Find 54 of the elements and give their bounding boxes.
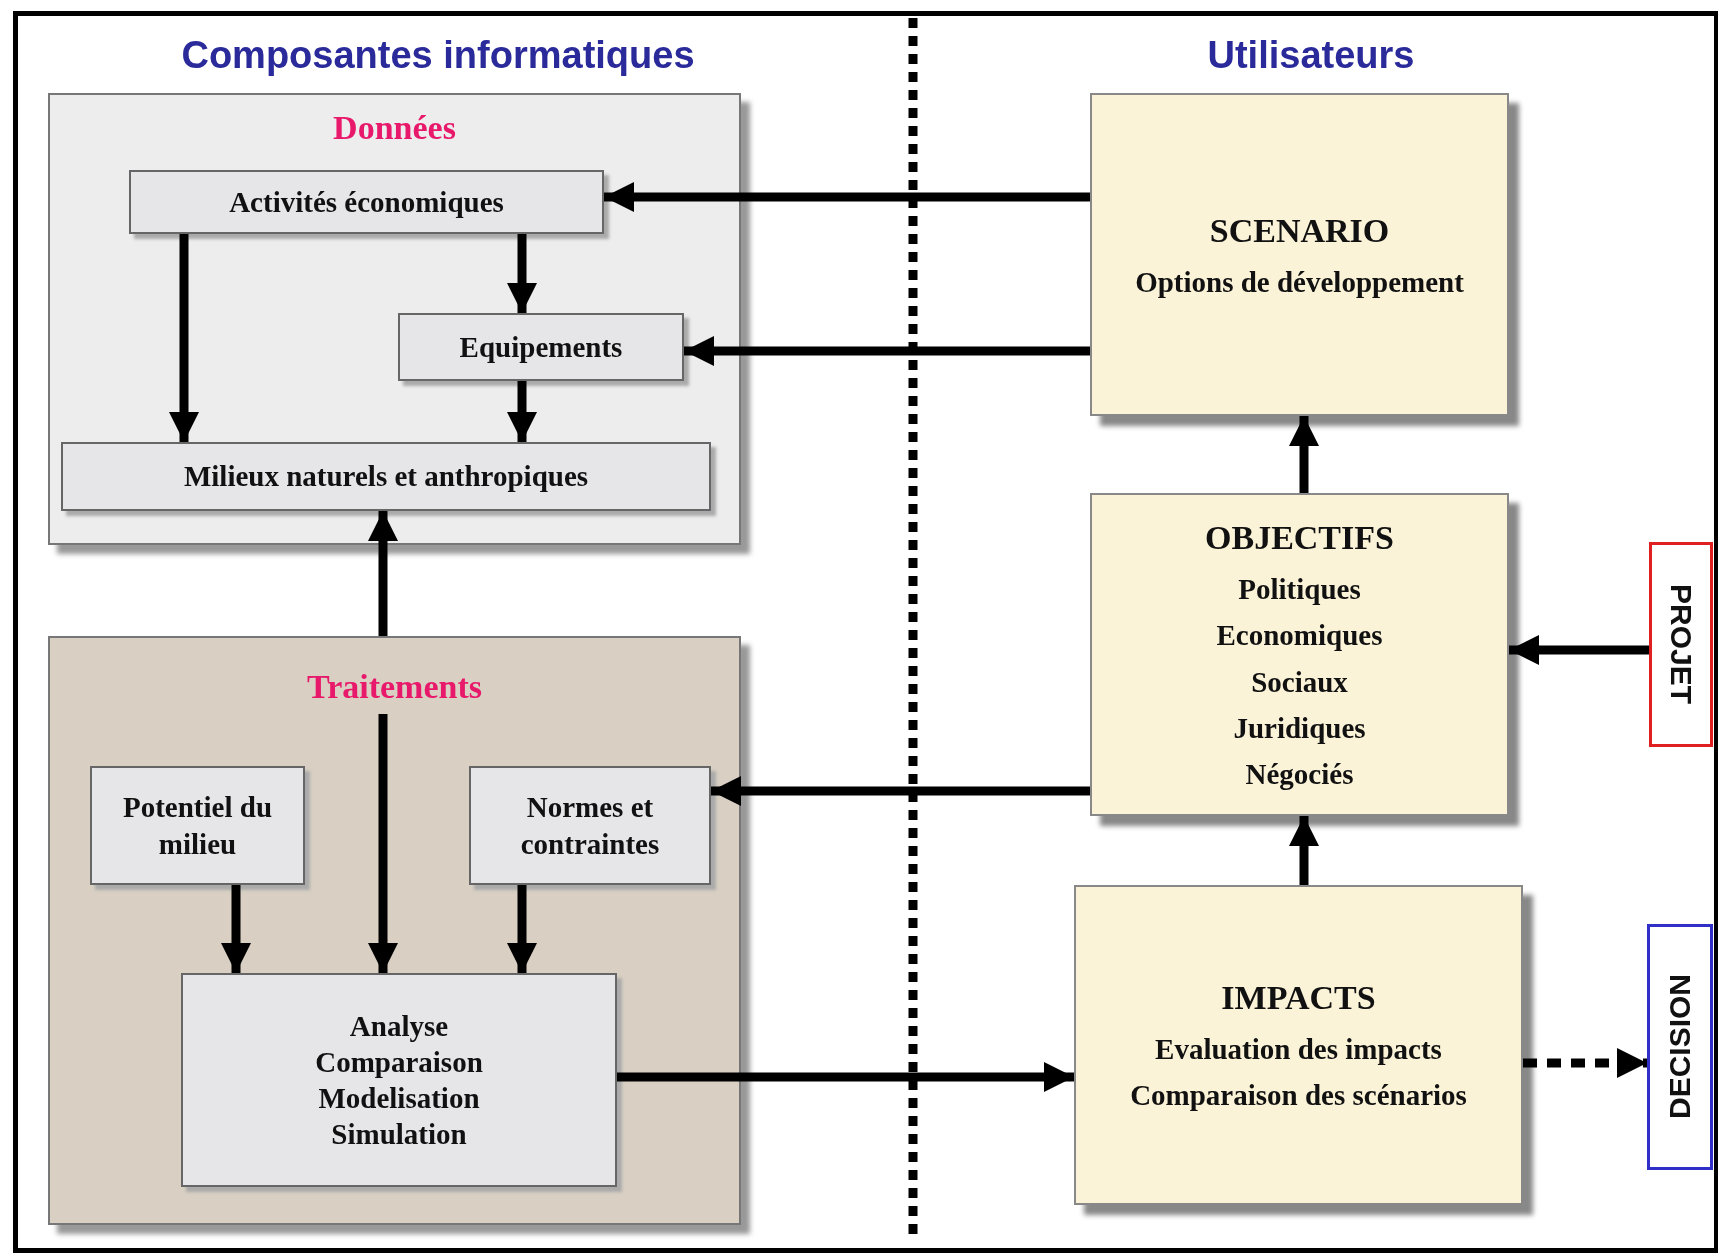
arrow — [711, 776, 1090, 806]
box-text: Négociés — [1245, 757, 1354, 793]
box-text: Sociaux — [1251, 664, 1348, 700]
process-box — [61, 442, 711, 511]
panel-title: Traitements — [306, 668, 483, 706]
arrow — [368, 511, 398, 636]
arrow — [1509, 635, 1649, 665]
arrow — [507, 234, 537, 313]
box-text: Comparaison des scénarios — [1130, 1078, 1467, 1114]
column-heading: Utilisateurs — [1207, 33, 1415, 77]
process-box — [181, 973, 617, 1187]
box-text: Juridiques — [1233, 710, 1366, 746]
side-label-box — [1647, 924, 1713, 1170]
group-panel — [48, 636, 741, 1225]
arrow — [1289, 816, 1319, 885]
column-heading: Composantes informatiques — [181, 33, 695, 77]
process-box — [90, 766, 305, 885]
side-label-box — [1649, 542, 1713, 747]
arrow — [221, 885, 251, 973]
process-box — [469, 766, 711, 885]
process-box — [1090, 493, 1509, 816]
box-heading: OBJECTIFS — [1205, 518, 1394, 559]
arrow — [1523, 1048, 1647, 1078]
box-text: Activités économiques — [229, 184, 504, 220]
arrow — [507, 885, 537, 973]
box-text: Potentiel du milieu — [122, 790, 273, 862]
arrow — [684, 336, 1090, 366]
arrow — [617, 1062, 1074, 1092]
box-text: Comparaison — [315, 1044, 483, 1080]
process-box — [1074, 885, 1523, 1205]
vertical-label: PROJET — [1664, 584, 1698, 705]
box-text: Simulation — [331, 1117, 467, 1153]
box-heading: SCENARIO — [1209, 211, 1390, 252]
box-text: Analyse — [349, 1008, 449, 1044]
panel-title: Données — [332, 109, 457, 147]
process-box — [398, 313, 684, 381]
arrow — [507, 381, 537, 442]
process-box — [129, 170, 604, 234]
group-panel — [48, 93, 741, 545]
process-box — [1090, 93, 1509, 416]
arrow — [604, 182, 1090, 212]
box-text: Equipements — [459, 329, 623, 365]
box-text: Normes et contraintes — [519, 790, 661, 862]
box-text: Evaluation des impacts — [1155, 1031, 1442, 1067]
box-text: Options de développement — [1135, 264, 1464, 300]
box-text: Milieux naturels et anthropiques — [183, 459, 589, 495]
box-text: Politiques — [1238, 571, 1361, 607]
arrow — [1289, 416, 1319, 493]
box-text: Modelisation — [318, 1081, 480, 1116]
box-heading: IMPACTS — [1221, 978, 1376, 1019]
box-text: Economiques — [1216, 618, 1383, 654]
arrow — [368, 714, 398, 973]
arrow — [169, 234, 199, 442]
vertical-label: DECISION — [1663, 974, 1697, 1120]
